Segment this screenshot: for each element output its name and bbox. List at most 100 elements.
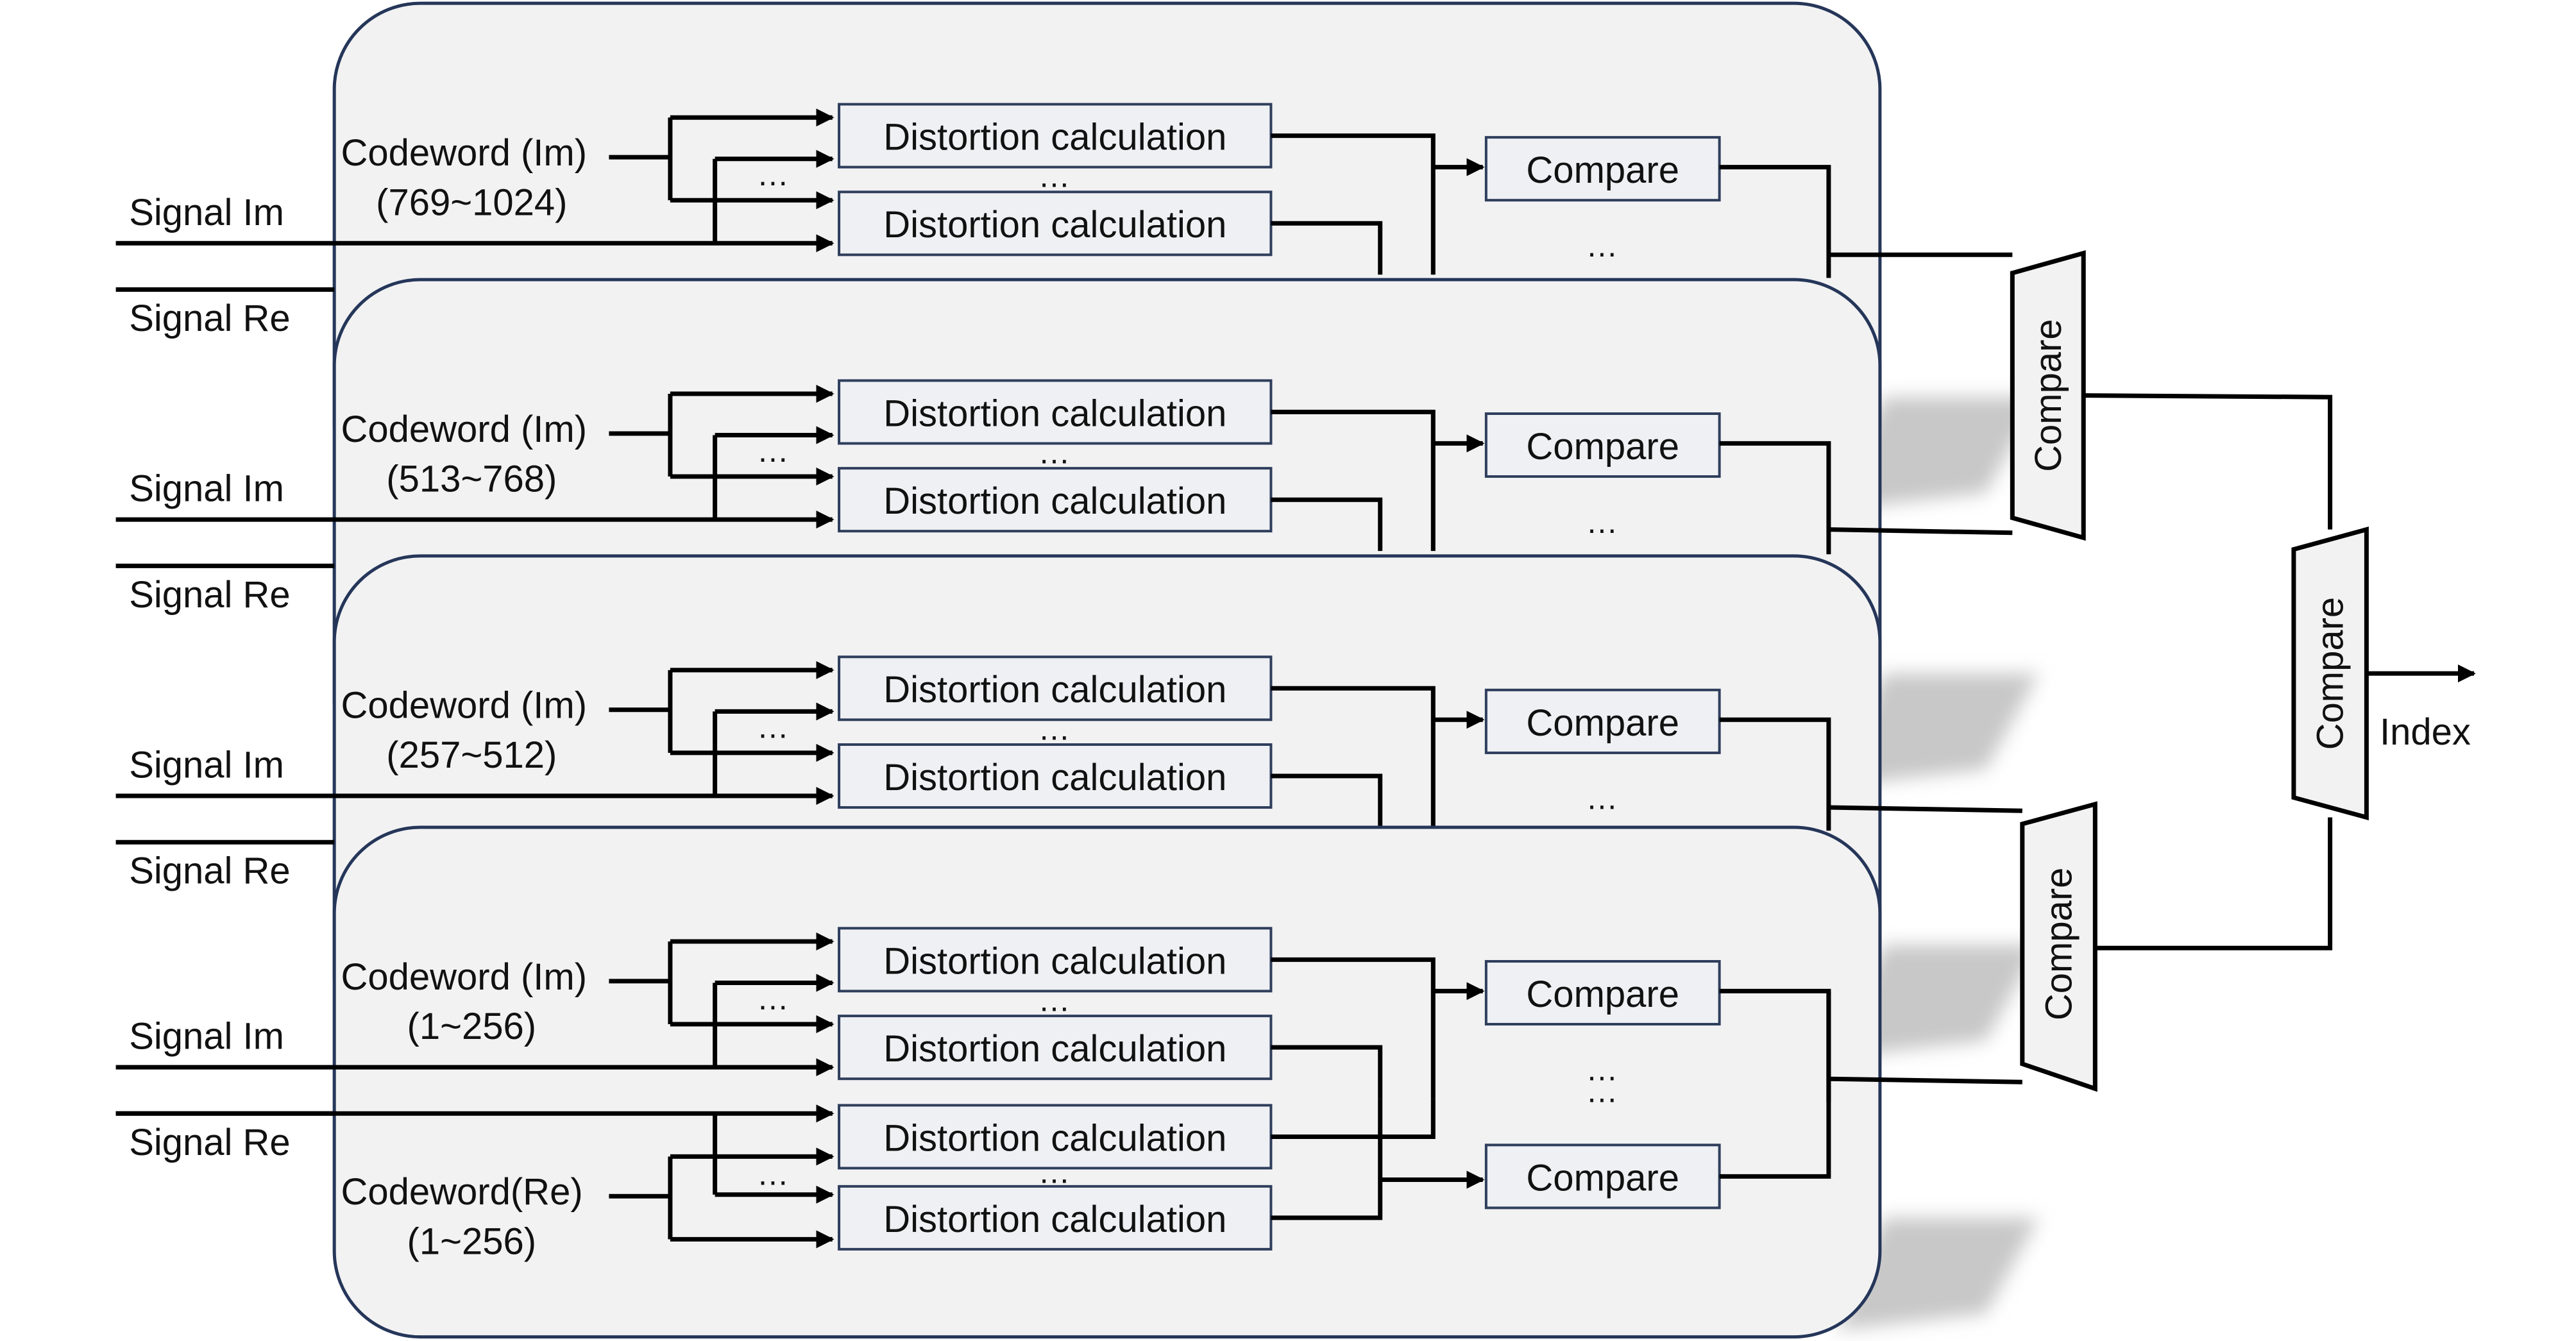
codeword-name: Codeword (Im) xyxy=(341,956,588,998)
compare-out xyxy=(1719,441,1831,555)
mux-compare-bottom-label: Compare xyxy=(2038,868,2080,1021)
ellipsis-inputs: … xyxy=(757,981,789,1016)
distortion-block-1-box xyxy=(838,927,1273,993)
dist4-link xyxy=(1271,1099,1383,1220)
codeword-name: Codeword (Im) xyxy=(341,132,588,174)
dist2-out xyxy=(1271,773,1383,827)
distortion-block-1-box xyxy=(838,655,1273,721)
compare-block-2-label: Compare xyxy=(1526,1157,1679,1199)
compare-block: Compare xyxy=(1484,959,1721,1026)
ellipsis-re-blocks: … xyxy=(1038,1154,1071,1190)
distortion-block-1: Distortion calculation xyxy=(838,927,1273,993)
ellipsis-compare: … xyxy=(1586,1052,1618,1088)
codeword-range: (769~1024) xyxy=(376,181,567,223)
compare-out xyxy=(1719,165,1831,278)
distortion-block-1: Distortion calculation xyxy=(838,379,1273,445)
panel-shadow xyxy=(1836,945,2039,1058)
compare-block-box xyxy=(1484,412,1721,478)
distortion-block-1-box xyxy=(838,379,1273,445)
compare-block-label: Compare xyxy=(1526,702,1679,744)
distortion-block-1-label: Distortion calculation xyxy=(883,940,1226,982)
compare-block-box xyxy=(1484,959,1721,1026)
dist3-link xyxy=(1271,1099,1436,1139)
dist1-out xyxy=(1271,957,1436,1099)
compare-block-2: Compare xyxy=(1484,1143,1721,1210)
signal-im-label: Signal Im xyxy=(129,192,284,233)
mux-compare-final-shape xyxy=(2291,527,2369,821)
distortion-block-2-label: Distortion calculation xyxy=(883,480,1226,522)
distortion-block-2: Distortion calculation xyxy=(838,190,1273,257)
distortion-block-2-label: Distortion calculation xyxy=(883,204,1226,246)
distortion-block-1: Distortion calculation xyxy=(838,655,1273,721)
signal-re-label: Signal Re xyxy=(129,850,290,892)
compare-block: Compare xyxy=(1484,136,1721,202)
distortion-block-4-box xyxy=(838,1185,1273,1251)
panel-frame xyxy=(332,825,1882,1339)
panel-shadow xyxy=(1836,1217,2039,1331)
distortion-block-3-label: Distortion calculation xyxy=(883,1117,1226,1159)
dist1-out xyxy=(1271,686,1436,827)
dist1-out xyxy=(1271,409,1436,552)
distortion-block-2-box xyxy=(838,467,1273,533)
ellipsis-blocks: … xyxy=(1038,982,1071,1018)
distortion-block-2: Distortion calculation xyxy=(838,743,1273,809)
mux-compare-bottom: Compare xyxy=(2020,801,2097,1092)
ellipsis-blocks: … xyxy=(1038,158,1071,194)
mux-compare-final-label: Compare xyxy=(2310,597,2351,750)
top-mux-in-2 xyxy=(1828,527,2013,536)
mux-compare-top-label: Compare xyxy=(2028,319,2069,472)
signal-re-label: Signal Re xyxy=(129,1122,290,1163)
dist2-out xyxy=(1271,1045,1383,1099)
distortion-block-2-label: Distortion calculation xyxy=(883,1028,1226,1070)
re-codeword-name: Codeword(Re) xyxy=(341,1171,583,1213)
compare-block: Compare xyxy=(1484,412,1721,478)
bottom-mux-in-2 xyxy=(1828,1076,2022,1084)
compare-block-label: Compare xyxy=(1526,974,1679,1015)
codeword-range: (1~256) xyxy=(407,1006,537,1047)
signal-re-label: Signal Re xyxy=(129,298,290,339)
distortion-block-2-box xyxy=(838,190,1273,257)
panels-layer: Signal Im Signal Re Codeword (Im) (769~1024… xyxy=(115,1,1882,1339)
top-mux-out xyxy=(2083,393,2333,530)
mux-compare-bottom-shape xyxy=(2020,801,2097,1092)
ellipsis-inputs: … xyxy=(757,433,789,469)
compare-block: Compare xyxy=(1484,688,1721,754)
signal-im-label: Signal Im xyxy=(129,745,284,786)
bottom-mux-out xyxy=(2095,817,2333,950)
mux-compare-top-shape xyxy=(2010,250,2086,541)
distortion-block-2-label: Distortion calculation xyxy=(883,757,1226,798)
signal-im-label: Signal Im xyxy=(129,1016,284,1058)
panel-shadows xyxy=(1836,397,2039,1331)
distortion-block-1-label: Distortion calculation xyxy=(883,392,1226,434)
re-codeword-range: (1~256) xyxy=(407,1221,537,1263)
compare-out xyxy=(1719,717,1831,831)
compare-block-box xyxy=(1484,136,1721,202)
distortion-block-2-box xyxy=(838,743,1273,809)
index-label: Index xyxy=(2380,711,2471,753)
codeword-name: Codeword (Im) xyxy=(341,409,588,450)
distortion-block-2: Distortion calculation xyxy=(838,467,1273,533)
compare-block-label: Compare xyxy=(1526,426,1679,468)
distortion-block-1-box xyxy=(838,103,1273,169)
dist1-out xyxy=(1271,133,1436,275)
distortion-block-2: Distortion calculation xyxy=(838,1015,1273,1081)
ellipsis-compare-2: … xyxy=(1586,1073,1618,1109)
distortion-block-4: Distortion calculation xyxy=(838,1185,1273,1251)
distortion-block-1-label: Distortion calculation xyxy=(883,117,1226,158)
mux-compare-top: Compare xyxy=(2010,250,2086,541)
compare-block-label: Compare xyxy=(1526,149,1679,191)
dist2-out xyxy=(1271,497,1383,552)
ellipsis-inputs: … xyxy=(757,156,789,192)
ellipsis-blocks: … xyxy=(1038,434,1071,470)
distortion-block-3: Distortion calculation xyxy=(838,1104,1273,1170)
panel-shadow xyxy=(1836,673,2039,786)
ellipsis-compare: … xyxy=(1586,228,1618,264)
panel-shadow xyxy=(1836,397,2039,510)
ellipsis-inputs: … xyxy=(757,709,789,745)
ellipsis-blocks: … xyxy=(1038,711,1071,746)
signal-im-label: Signal Im xyxy=(129,468,284,510)
ellipsis-compare: … xyxy=(1586,780,1618,816)
bottom-mux-in-1 xyxy=(1828,805,2022,813)
